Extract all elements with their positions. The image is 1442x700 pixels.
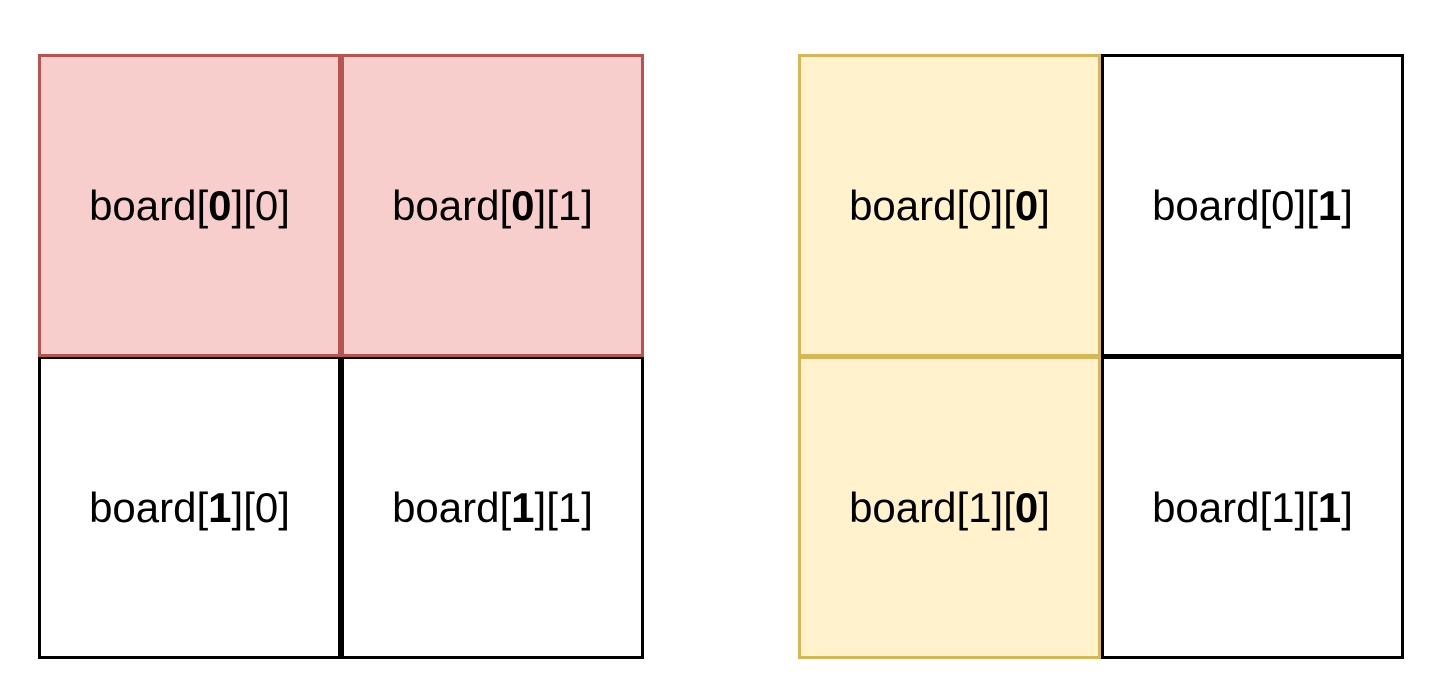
cell-label: board[0][0]: [849, 181, 1050, 229]
cell-label: board[1][1]: [392, 483, 593, 531]
cell-label: board[0][1]: [392, 181, 593, 229]
cell-right-r1c0: board[1][0]: [798, 356, 1101, 659]
cell-label: board[0][0]: [89, 181, 290, 229]
cell-left-r0c1: board[0][1]: [341, 54, 644, 357]
cell-right-r0c0: board[0][0]: [798, 54, 1101, 357]
cell-label: board[1][0]: [89, 483, 290, 531]
cell-left-r1c1: board[1][1]: [341, 356, 644, 659]
row-major-grid: board[0][0] board[0][1] board[1][0] boar…: [38, 54, 644, 660]
cell-left-r1c0: board[1][0]: [38, 356, 341, 659]
column-major-grid: board[0][0] board[0][1] board[1][0] boar…: [798, 54, 1404, 660]
cell-label: board[1][0]: [849, 483, 1050, 531]
cell-label: board[1][1]: [1152, 483, 1353, 531]
cell-label: board[0][1]: [1152, 181, 1353, 229]
cell-right-r0c1: board[0][1]: [1101, 54, 1404, 357]
cell-left-r0c0: board[0][0]: [38, 54, 341, 357]
cell-right-r1c1: board[1][1]: [1101, 356, 1404, 659]
